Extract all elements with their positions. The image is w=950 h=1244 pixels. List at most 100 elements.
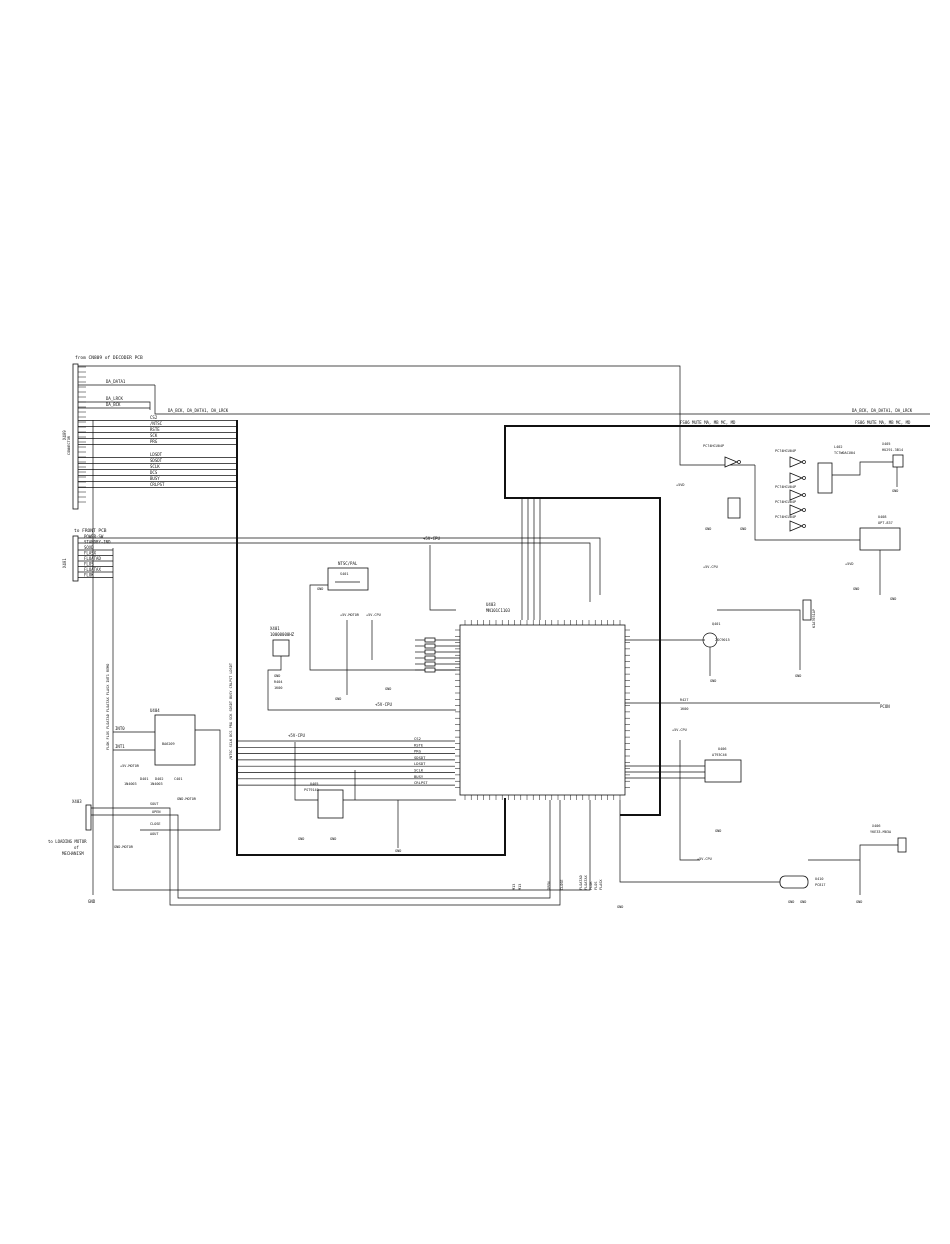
cpu-left-label: CS2 [414, 736, 421, 741]
wire-x405 [832, 461, 893, 476]
vmotor-u404: +5V-MOTOR [120, 764, 140, 768]
cpu-bottom-label: M13 [518, 884, 522, 890]
u410-ref: U410 [815, 877, 823, 881]
u405-part: PST9140 [304, 788, 319, 792]
x409-body [72, 363, 79, 510]
wire-power-sw [78, 537, 601, 595]
gnd-r407: GND [335, 697, 341, 701]
gnd-u410-1: GND [788, 900, 794, 904]
bus-front [112, 548, 591, 891]
x403-ref: X403 [72, 799, 82, 804]
pcon-output: R427 1K00 PCON [625, 698, 890, 711]
x406-body [897, 837, 907, 853]
cpu-left-label: RSTE [414, 742, 424, 747]
resistor [424, 655, 436, 661]
label-close: CLOSE [150, 822, 161, 826]
u404-ref: U404 [150, 708, 160, 713]
front-connector-ref: X401 [62, 558, 67, 568]
r427-val: 1K00 [680, 707, 688, 711]
inverter [789, 472, 804, 484]
x406-ref: X406 [872, 824, 880, 828]
wire-inv-chain [754, 465, 860, 541]
resistor [424, 637, 436, 643]
cpu-bottom-label: FLOATAX [584, 874, 588, 890]
gnd-u406: GND [715, 829, 721, 833]
cpu-left-label: BUSY [414, 774, 424, 779]
label-into: INT0 [115, 726, 125, 731]
loading-connector: X403 to LOADING MOTOR of MECHANISM GND-M… [48, 799, 561, 906]
l402-part: TC7W0ACU04 [834, 451, 855, 455]
cpu-bottom-label: OPEN [547, 882, 551, 890]
bus-fs-label: FS86 MUTE MA, MB MC, MD [680, 420, 736, 425]
eeprom-u406: +5V-CPU U406 AT93C46 +5V-CPU GND [625, 728, 742, 861]
front-signal-labels: POWER-SWSTANDBY-INDSOXDFLASXFLOATADFLOSF… [78, 534, 113, 578]
wire-vcpu-top [429, 545, 456, 611]
inv-part-1: PC74HCU04P [703, 444, 724, 448]
decoder-signal-label: SCK [150, 433, 158, 438]
x409-ref: X409 [62, 430, 67, 440]
reset-u405: +5V-CPU U405 PST9140 GND GND GND [288, 733, 456, 853]
bus-da-top [154, 385, 930, 415]
u408-body [859, 527, 901, 551]
decoder-signal-label: CRLPST [150, 482, 165, 487]
x405-ref: X405 [882, 442, 890, 446]
front-signal-label: FLOATAX [84, 567, 101, 572]
x409-pins [78, 366, 86, 503]
wire-reset [294, 742, 456, 801]
vcpu-reset: +5V-CPU [288, 733, 305, 738]
u410-body [779, 875, 809, 889]
l402-ref: L402 [834, 445, 842, 449]
x406-part: YKE33-M03A [870, 830, 892, 834]
wire-top-loop [78, 365, 755, 466]
inverter-bubble [802, 508, 806, 512]
wire-u410-cpu [619, 800, 780, 883]
gnd-reset-1: GND [298, 837, 304, 841]
resistor [424, 667, 436, 673]
inverter-bubble [802, 493, 806, 497]
decoder-signal-wires [78, 420, 237, 488]
wire-motor-2 [91, 800, 551, 899]
s401-body [327, 567, 369, 591]
u405-body [317, 789, 344, 819]
x405-body [892, 454, 904, 468]
wire-xtal [267, 656, 456, 711]
xtal-ref: X401 [270, 626, 280, 631]
inverter [789, 504, 804, 516]
optocoupler-u410: U410 PC817 X406 YKE33-M03A GND GND GND G… [617, 800, 907, 909]
inverter [724, 456, 739, 468]
u405-ref: U405 [310, 782, 318, 786]
decoder-signal-label: CS2 [150, 415, 158, 420]
gnd-reset-3: GND [395, 849, 401, 853]
front-signal-label: FLOS [84, 562, 94, 567]
r427-ref: R427 [680, 698, 688, 702]
inv-part-5: PC74HCU04P [775, 515, 796, 519]
cpu-bottom-label: CLOSE [560, 879, 564, 890]
wire-q401-u407 [717, 609, 801, 670]
switch-s401: NTSC/PAL S401 GND [309, 561, 456, 671]
u407-body [802, 599, 812, 621]
vmotor-label: +5V-MOTOR [340, 613, 360, 617]
front-connector-body [72, 535, 79, 582]
decoder-signal-label: BUSY [150, 476, 160, 481]
r404-val: 1K00 [274, 686, 282, 690]
inverter-shapes [724, 456, 806, 532]
inverter-bubble [802, 476, 806, 480]
bus-label-top: DA_BCK, DA_DATA1, DA_LRCK [168, 408, 229, 413]
cpu-body [459, 624, 626, 796]
s401-label: NTSC/PAL [338, 561, 358, 566]
vcpu-u406-2: +5V-CPU [697, 857, 712, 861]
wire-u406-vcc [679, 740, 700, 861]
x405-part: HU291-3B14 [882, 448, 903, 452]
inverter-bubble [737, 460, 741, 464]
gnd-u407: GND [795, 674, 801, 678]
label-sout: SOUT [150, 802, 159, 806]
u406-part: AT93C46 [712, 753, 727, 757]
u406-body [704, 759, 742, 783]
gnd-u408: GND [890, 597, 896, 601]
vcpu-q401: +5V-CPU [703, 565, 718, 569]
connector-x409: from CN809 of DECODER PCB X409 CONNECTOR [62, 355, 143, 510]
cpu-left-label: PRG [414, 749, 422, 754]
gnd-q401: GND [710, 679, 716, 683]
inv-small-ic [727, 497, 741, 519]
decoder-signal-label: DA_LRCK [106, 396, 123, 401]
